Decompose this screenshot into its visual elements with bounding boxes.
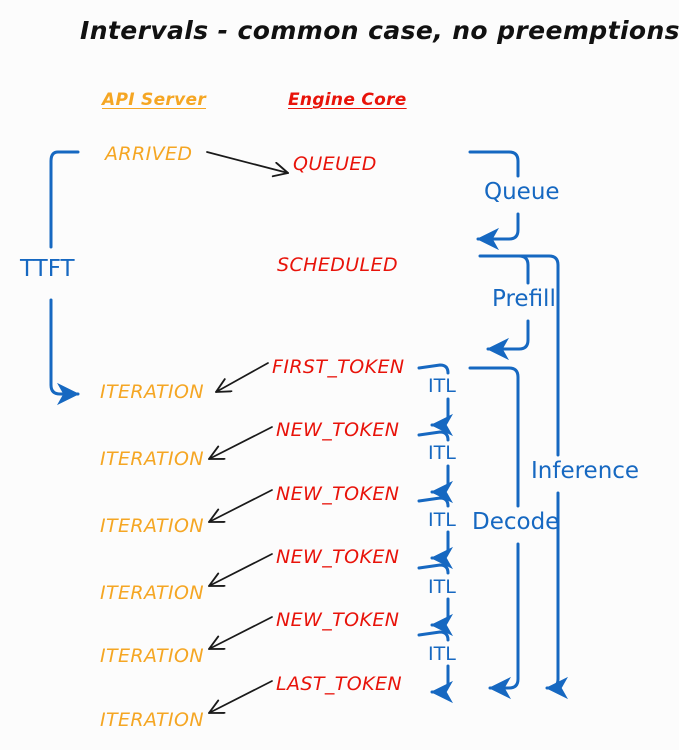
bracket-prefill-lower xyxy=(486,319,530,361)
bracket-label-itl-4: ITL xyxy=(428,576,456,598)
column-header-engine-core: Engine Core xyxy=(288,90,407,110)
arrow-first-token-to-iteration xyxy=(216,362,269,392)
bracket-ttft-lower xyxy=(49,298,80,406)
bracket-itl-2-upper xyxy=(417,430,450,442)
state-new-token-1: NEW_TOKEN xyxy=(276,419,400,441)
bracket-itl-5-upper xyxy=(417,630,450,642)
bracket-itl-4-upper xyxy=(417,563,450,575)
state-new-token-2: NEW_TOKEN xyxy=(276,483,400,505)
state-scheduled: SCHEDULED xyxy=(277,254,398,276)
bracket-label-ttft: TTFT xyxy=(20,256,75,282)
state-iteration-5: ITERATION xyxy=(100,645,205,667)
bracket-queue-lower xyxy=(476,212,520,251)
bracket-label-itl-2: ITL xyxy=(428,442,456,464)
bracket-itl-3-lower xyxy=(430,530,453,570)
bracket-ttft-upper xyxy=(49,150,80,249)
bracket-decode-upper xyxy=(468,366,520,508)
state-last-token: LAST_TOKEN xyxy=(276,673,402,695)
bracket-queue-upper xyxy=(468,150,520,178)
page-title: Intervals - common case, no preemptions xyxy=(80,16,679,45)
arrow-new-token-to-iteration-4 xyxy=(209,616,273,649)
state-iteration-2: ITERATION xyxy=(100,448,205,470)
state-arrived: ARRIVED xyxy=(105,143,193,165)
state-queued: QUEUED xyxy=(293,153,377,175)
arrow-new-token-to-iteration-2 xyxy=(209,489,273,522)
bracket-decode-lower xyxy=(488,542,520,700)
state-first-token: FIRST_TOKEN xyxy=(272,356,405,378)
state-iteration-3: ITERATION xyxy=(100,515,205,537)
bracket-label-itl-5: ITL xyxy=(428,643,456,665)
column-header-api-server: API Server xyxy=(102,90,207,110)
bracket-label-itl-1: ITL xyxy=(428,375,456,397)
bracket-itl-3-upper xyxy=(417,496,450,508)
bracket-label-decode: Decode xyxy=(472,509,560,535)
state-iteration-1: ITERATION xyxy=(100,381,205,403)
arrow-new-token-to-iteration-1 xyxy=(209,426,273,459)
state-new-token-3: NEW_TOKEN xyxy=(276,546,400,568)
bracket-itl-4-lower xyxy=(430,597,453,637)
state-new-token-4: NEW_TOKEN xyxy=(276,609,400,631)
bracket-itl-1-upper xyxy=(417,363,450,375)
bracket-label-queue: Queue xyxy=(484,179,560,205)
state-iteration-6: ITERATION xyxy=(100,709,205,731)
bracket-label-inference: Inference xyxy=(531,458,640,484)
bracket-itl-1-lower xyxy=(430,397,453,437)
bracket-itl-5-lower xyxy=(430,664,453,704)
arrow-new-token-to-iteration-3 xyxy=(209,553,273,586)
bracket-prefill-upper xyxy=(478,254,530,285)
bracket-itl-2-lower xyxy=(430,464,453,504)
state-iteration-4: ITERATION xyxy=(100,582,205,604)
arrow-last-token-to-iteration xyxy=(209,680,273,713)
bracket-label-prefill: Prefill xyxy=(492,286,556,312)
bracket-label-itl-3: ITL xyxy=(428,509,456,531)
arrow-arrived-to-queued xyxy=(206,151,288,173)
